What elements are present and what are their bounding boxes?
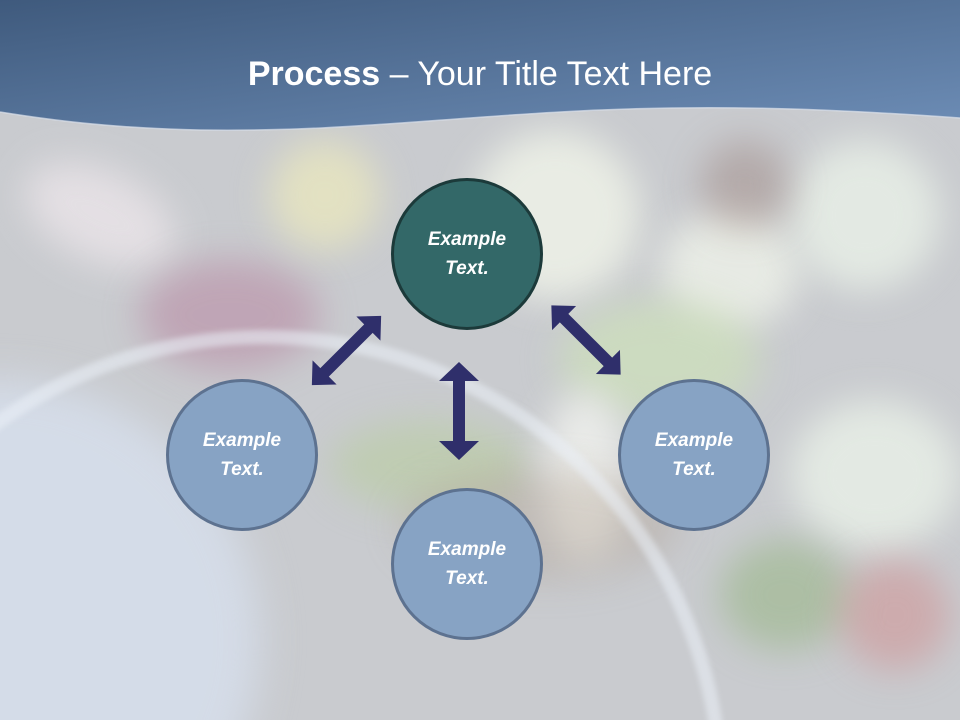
double-arrow-top-left-icon — [311, 315, 382, 386]
node-text-line1: Example — [427, 539, 507, 560]
node-text-line2: Text. — [445, 258, 489, 279]
double-arrow-vertical-icon — [439, 362, 479, 460]
process-node-top[interactable]: Example Text. — [391, 178, 543, 330]
node-text-line1: Example — [654, 430, 734, 451]
title-bold: Process — [247, 55, 381, 93]
node-text-line2: Text. — [220, 459, 264, 480]
title-rest: – Your Title Text Here — [380, 55, 713, 93]
node-text-line1: Example — [202, 430, 282, 451]
process-node-left[interactable]: Example Text. — [166, 379, 318, 531]
process-node-right[interactable]: Example Text. — [618, 379, 770, 531]
node-text-line2: Text. — [445, 568, 489, 589]
process-node-bottom[interactable]: Example Text. — [391, 488, 543, 640]
slide-title: Process – Your Title Text Here — [0, 52, 960, 96]
node-text-line1: Example — [427, 229, 507, 250]
node-text-line2: Text. — [672, 459, 716, 480]
header-banner — [0, 0, 960, 131]
double-arrow-top-right-icon — [551, 305, 621, 375]
